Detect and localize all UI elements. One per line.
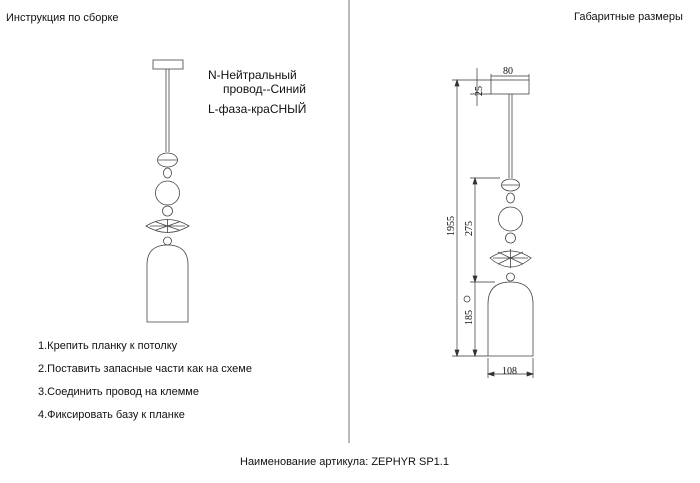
assembly-step-4: 4.Фиксировать базу к планке (38, 409, 185, 421)
assembly-instructions-title: Инструкция по сборке (6, 12, 119, 24)
dim-canopy-height: 25 (474, 86, 485, 96)
canopy (490, 79, 530, 95)
top-bead (157, 152, 178, 168)
phase-wire-label: L-фаза-краСНЫЙ (208, 102, 307, 116)
dim-total-height: 1955 (446, 216, 457, 236)
dim-canopy-width: 80 (503, 66, 513, 77)
small-bead (163, 167, 172, 179)
dimensions-title: Габаритные размеры (574, 11, 683, 23)
assembly-step-2: 2.Поставить запасные части как на схеме (38, 363, 252, 375)
dimensions-lamp-drawing (487, 79, 534, 357)
assembly-step-3: 3.Соединить провод на клемме (38, 386, 199, 398)
dim-shade-height: 185 (464, 310, 475, 325)
canopy (152, 59, 184, 70)
assembly-step-1: 1.Крепить планку к потолку (38, 340, 178, 352)
shade-marker (463, 295, 471, 303)
dim-shade-width: 108 (502, 366, 517, 377)
large-ball (155, 180, 180, 206)
article-name: Наименование артикула: ZEPHYR SP1.1 (240, 456, 449, 468)
assembly-lamp-drawing (145, 59, 190, 323)
ornament-disc (145, 219, 190, 233)
small-ball (162, 205, 173, 217)
neutral-wire-label: N-Нейтральный (208, 68, 297, 82)
dim-ornament-height: 275 (464, 221, 475, 236)
neutral-wire-color-label: провод--Синий (223, 82, 306, 96)
glass-shade (146, 244, 189, 323)
